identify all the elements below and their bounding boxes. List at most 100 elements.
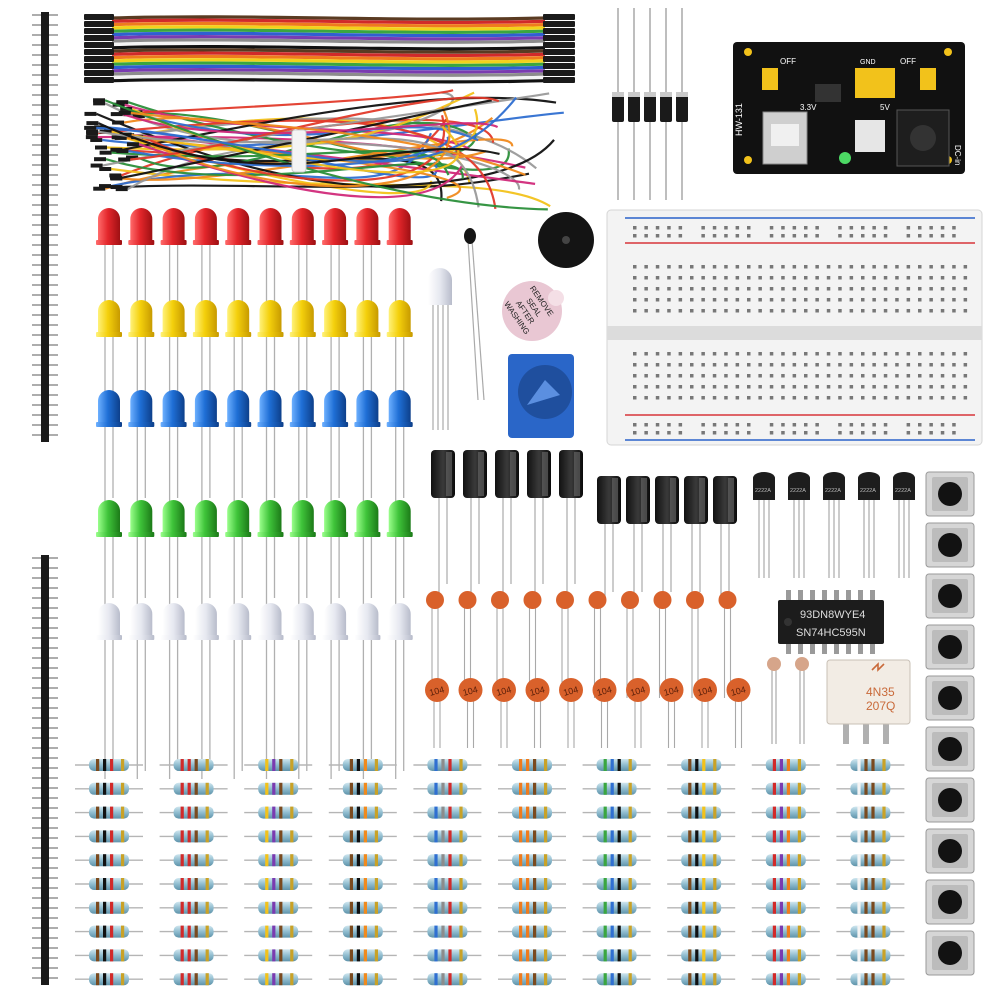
resistor-band	[695, 806, 699, 819]
breadboard-hole	[872, 276, 876, 280]
thermistor	[464, 228, 485, 401]
breadboard-hole	[804, 396, 808, 400]
active-buzzer	[538, 212, 594, 268]
resistor-band	[702, 854, 706, 867]
rail-hole	[804, 431, 808, 435]
ceramic-capacitor: 104	[525, 678, 550, 748]
breadboard-hole	[883, 396, 888, 400]
resistor	[582, 782, 651, 795]
mount-hole	[744, 156, 752, 164]
tactile-button	[925, 573, 975, 619]
resistor-array	[75, 759, 905, 986]
rail-hole	[952, 234, 956, 238]
polarity-stripe	[612, 478, 618, 522]
resistor-band	[864, 806, 868, 819]
rail-hole	[838, 234, 842, 238]
rail-hole	[781, 431, 785, 435]
resistor-band	[180, 949, 184, 962]
resistor-band	[194, 830, 198, 843]
led-blue	[96, 390, 122, 506]
breadboard-hole	[804, 287, 808, 291]
resistor-band	[363, 806, 367, 819]
breadboard-hole	[940, 287, 945, 291]
ic-notch	[784, 618, 792, 626]
led-rim	[322, 532, 349, 537]
breadboard-hole	[769, 363, 774, 367]
resistor-band	[441, 925, 445, 938]
diode-band	[676, 92, 688, 97]
resistor-band	[205, 925, 209, 938]
breadboard-hole	[804, 309, 808, 313]
resistor-band	[695, 878, 699, 890]
resistor-band	[533, 854, 537, 867]
breadboard-hole	[678, 385, 683, 389]
breadboard-hole	[952, 287, 956, 291]
resistor-band	[533, 901, 537, 914]
rail-hole	[724, 234, 728, 238]
resistor	[498, 925, 566, 938]
led-green	[128, 500, 155, 606]
resistor-band	[610, 949, 614, 962]
resistor-band	[772, 925, 776, 938]
electrolytic-capacitor	[684, 476, 708, 602]
breadboard-hole	[769, 265, 774, 269]
ic-pin	[846, 590, 851, 602]
rail-hole	[747, 234, 751, 238]
led-rim	[225, 532, 252, 537]
resistor-band	[882, 830, 886, 843]
led-rim	[96, 240, 122, 245]
dupont-connector	[84, 14, 114, 20]
ceramic-capacitor: 104	[726, 678, 751, 748]
resistor-band	[688, 949, 692, 962]
breadboard-hole	[735, 396, 740, 400]
capacitor-disc	[492, 678, 516, 702]
led-red	[160, 208, 187, 314]
resistor-band	[363, 949, 367, 962]
resistor-band	[459, 949, 463, 962]
resistor-band	[864, 782, 868, 795]
jumper-wire	[121, 99, 492, 179]
resistor-band	[519, 806, 523, 819]
resistor-band	[695, 782, 699, 795]
breadboard-hole	[815, 265, 819, 269]
breadboard-hole	[644, 287, 648, 291]
resistor-band	[772, 878, 776, 890]
capacitor-disc	[718, 591, 737, 609]
capacitor-disc	[458, 678, 483, 702]
led-rim	[289, 240, 316, 245]
ic-pin	[822, 642, 827, 654]
breadboard-hole	[929, 363, 933, 367]
resistor	[75, 901, 143, 914]
diode-band	[612, 92, 624, 97]
resistor-band	[187, 925, 191, 938]
led-dome	[259, 390, 282, 426]
resistor-band	[374, 878, 378, 890]
resistor-band	[713, 901, 717, 914]
resistor-band	[110, 925, 114, 938]
breadboard-hole	[633, 298, 637, 302]
diodes	[612, 8, 688, 200]
resistor-band	[187, 782, 191, 795]
resistor-band	[628, 901, 632, 914]
resistor	[328, 782, 397, 795]
resistor-band	[448, 759, 452, 771]
transistor-marking: 2222A	[790, 488, 806, 494]
resistor-band	[290, 854, 294, 867]
breadboard-hole	[895, 374, 899, 378]
resistor-band	[459, 854, 463, 867]
led-rim	[128, 332, 155, 337]
breadboard-hole	[781, 374, 785, 378]
transistor-body	[823, 472, 845, 500]
breadboard-hole	[655, 396, 660, 400]
resistor-band	[857, 901, 861, 914]
resistor-band	[374, 854, 378, 867]
polarity-stripe	[446, 452, 452, 496]
rail-hole	[747, 226, 751, 230]
breadboard-hole	[792, 298, 797, 302]
resistor	[498, 806, 566, 819]
breadboard-hole	[781, 287, 785, 291]
breadboard-hole	[678, 298, 683, 302]
ic-pin	[834, 590, 839, 602]
resistor-band	[882, 782, 886, 795]
